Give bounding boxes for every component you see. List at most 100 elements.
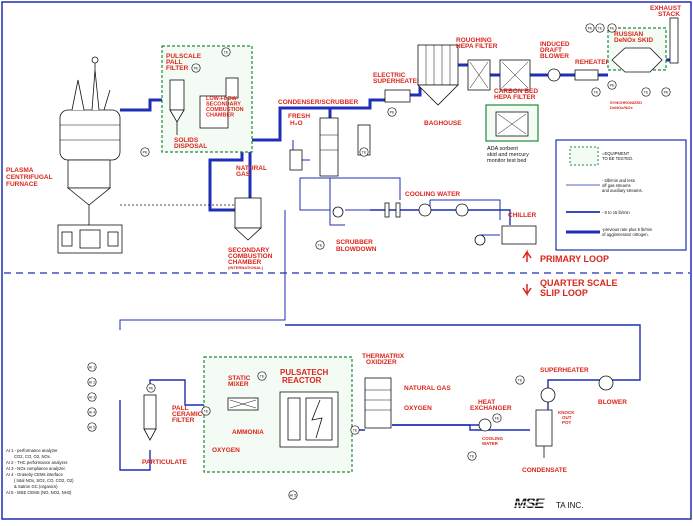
- note-8: AI 5 - MSE CEMS (NO, NO2, NH3): [6, 490, 72, 495]
- superheater-label-1: ELECTRIC: [373, 72, 406, 79]
- superheater-bottom-label: SUPERHEATER: [540, 367, 589, 374]
- reheater-label: REHEATER: [575, 59, 611, 66]
- mixer-label-1: STATIC: [228, 375, 251, 382]
- superheater: [540, 387, 556, 403]
- note-1: AI 1 - performance analyzer: [6, 448, 58, 453]
- legend-equip-1: =EQUIPMENT: [602, 151, 630, 156]
- pipe-furnace-to-pall: [120, 98, 168, 112]
- baghouse-label: BAGHOUSE: [424, 120, 462, 127]
- legend-mid: - 8 to 15 lb/min: [602, 210, 630, 215]
- instrument-tag: AI 3: [87, 392, 97, 402]
- thermatrix-label-2: OXIDIZER: [366, 359, 397, 366]
- hx-label-1: HEAT: [478, 399, 495, 406]
- chiller-pump: [474, 234, 486, 246]
- cooling-exchanger-2: [455, 203, 469, 217]
- instrument-tag-label: TE: [644, 90, 649, 94]
- denox-label-2: DeNOx SKID: [614, 37, 653, 44]
- instrument-tag-label: TE: [598, 26, 603, 30]
- instrument-tag-circle: [288, 490, 298, 500]
- sync-label-2: DeNOx/NOx: [610, 105, 633, 110]
- ada-label-2: skid and mercury: [487, 152, 529, 158]
- baghouse: [417, 44, 459, 106]
- instrument-tag: TE: [591, 87, 601, 97]
- roughing-label-2: HEPA FILTER: [456, 43, 498, 50]
- instrument-tag: TE: [641, 87, 651, 97]
- pall-label-1: PULSCALE: [166, 53, 202, 60]
- carbon-bed-hepa: [499, 59, 531, 91]
- ada-label-1: ADA sorbent: [487, 146, 518, 152]
- heat-exchanger: [478, 418, 492, 432]
- instrument-tag: TE: [515, 375, 525, 385]
- pall-ceramic-filter: [143, 394, 157, 441]
- instrument-tag-label: TE: [204, 409, 209, 413]
- instrument-tag-circle: [595, 23, 605, 33]
- instrument-tag-label: AI 1: [89, 365, 95, 369]
- instrument-tag-circle: [492, 413, 502, 423]
- instrument-tag: PE: [191, 63, 201, 73]
- ada-label-3: monitor test bed: [487, 158, 526, 164]
- instrument-tag-label: TE: [353, 428, 358, 432]
- scc-label-4: (INTERNATIONAL): [228, 265, 264, 270]
- legend-low-2: off gas streams: [602, 183, 631, 188]
- instrument-tag-label: PE: [588, 26, 593, 30]
- instrument-tag-label: TE: [470, 454, 475, 458]
- instrument-tag-circle: [146, 383, 156, 393]
- pulsatech-label-1: PULSATECH: [280, 368, 329, 377]
- instrument-tag: AI 5: [87, 422, 97, 432]
- condenser-label: CONDENSER/SCRUBBER: [278, 99, 358, 106]
- instrument-tag: PE: [661, 87, 671, 97]
- slip-blower: [598, 375, 614, 391]
- thermatrix-oxidizer: [364, 377, 392, 429]
- instrument-tag: PE: [146, 383, 156, 393]
- instrument-tag-circle: [221, 47, 231, 57]
- idb-label-3: BLOWER: [540, 53, 569, 60]
- instrument-tag-circle: [257, 371, 267, 381]
- knock-out-pot: [535, 409, 553, 458]
- carbon-label-1: CARBON BED: [494, 88, 538, 95]
- secondary-combustion-chamber: [233, 197, 263, 241]
- instrument-tag-circle: [87, 422, 97, 432]
- instrument-tag: TE: [315, 240, 325, 250]
- instrument-tag-label: FE: [495, 416, 500, 420]
- instrument-tag-label: PE: [610, 83, 615, 87]
- instrument-tag-circle: [359, 147, 369, 157]
- roughing-hepa: [467, 59, 491, 91]
- lowflow-label-4: CHAMBER: [206, 113, 234, 119]
- instrument-tag-label: TE: [260, 374, 265, 378]
- scc-label-2: COMBUSTION: [228, 253, 273, 260]
- cooling-exchanger-1: [418, 203, 432, 217]
- instrument-tag: TE: [350, 425, 360, 435]
- thermatrix-label-1: THERMATRIX: [362, 353, 405, 360]
- cw-bottom-label-2: WATER: [482, 441, 499, 446]
- natgas-bottom-label: NATURAL GAS: [404, 385, 451, 392]
- note-5: AI 4 - Graseby CEMs interface: [6, 472, 63, 477]
- instrument-tag: TE: [467, 451, 477, 461]
- instrument-tag: TE: [221, 47, 231, 57]
- stack-label-2: STACK: [658, 11, 680, 18]
- instrument-tag-circle: [87, 377, 97, 387]
- note-2: CO2, CO, O2, NOx.: [14, 454, 51, 459]
- pipe-slip-main: [119, 379, 230, 471]
- lowflow-label-3: COMBUSTION: [206, 107, 244, 113]
- instrument-tag-circle: [467, 451, 477, 461]
- fresh-label: FRESH: [288, 113, 310, 120]
- furnace-label-3: FURNACE: [6, 181, 38, 188]
- instrument-tag-label: PE: [149, 386, 154, 390]
- blowdown-label-2: BLOWDOWN: [336, 246, 377, 253]
- cooling-flange-2: [395, 202, 401, 218]
- instrument-tag-label: AI 5: [290, 493, 296, 497]
- instrument-tag-label: PE: [664, 90, 669, 94]
- instrument-tag-circle: [87, 362, 97, 372]
- lowflow-label-2: SECONDARY: [206, 102, 241, 108]
